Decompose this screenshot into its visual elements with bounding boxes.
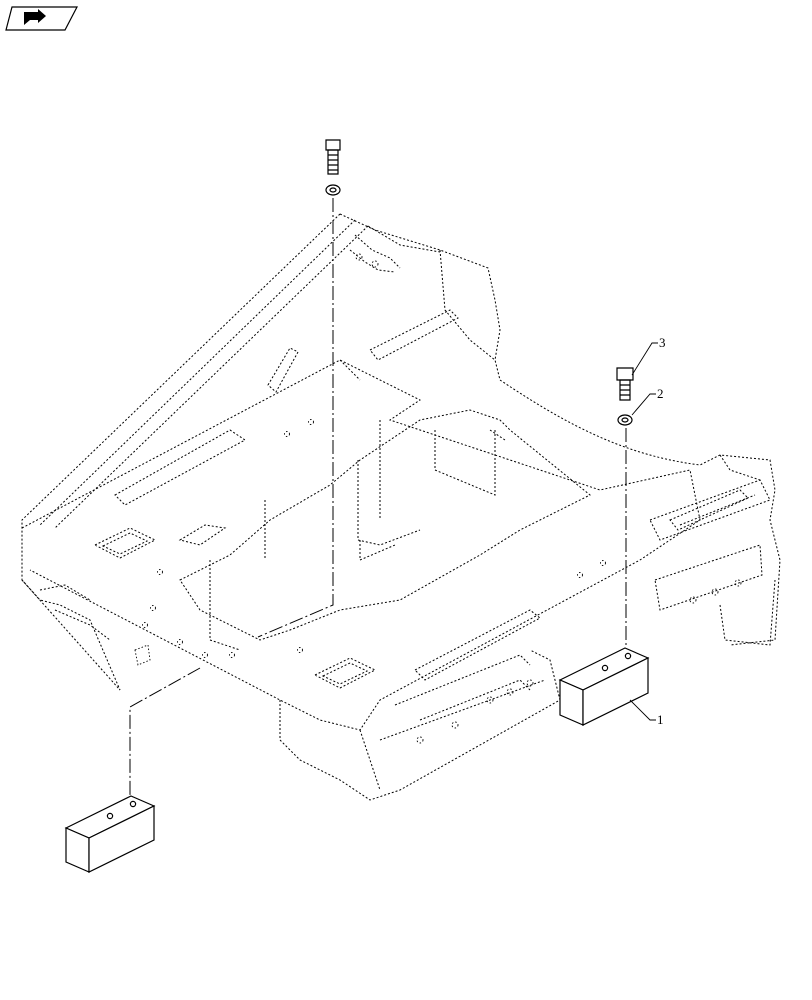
assembly-centerlines bbox=[129, 198, 627, 795]
weight-block-left bbox=[64, 795, 156, 873]
callout-1: 1 bbox=[657, 712, 664, 727]
callout-2: 2 bbox=[657, 386, 664, 401]
callout-3: 3 bbox=[659, 335, 666, 350]
washer-upper bbox=[325, 184, 341, 196]
frame-holes bbox=[142, 253, 742, 744]
bolt-right bbox=[616, 367, 634, 401]
view-direction-icon bbox=[5, 6, 78, 31]
weight-block-right bbox=[558, 647, 650, 726]
washer-right bbox=[617, 414, 633, 426]
bolt-upper bbox=[325, 139, 341, 175]
frame-outline bbox=[21, 213, 781, 801]
callout-leaders bbox=[629, 342, 658, 721]
